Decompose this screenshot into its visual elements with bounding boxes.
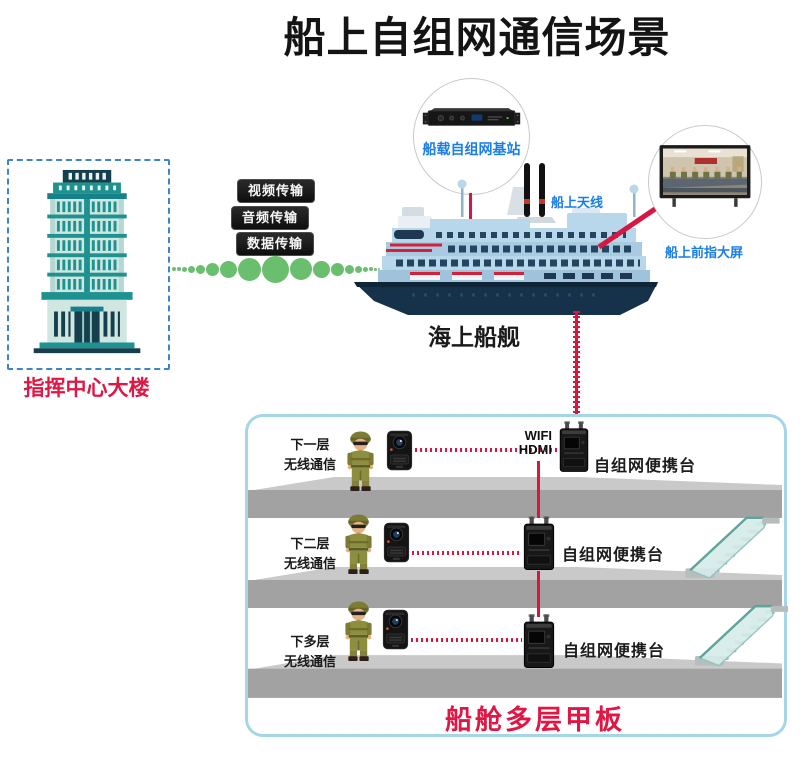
deck-level-line2: 无线通信 xyxy=(283,653,336,669)
portable-station-label: 自组网便携台 xyxy=(594,458,697,475)
chip-video-transmission: 视频传输 xyxy=(237,179,316,203)
escalator-icon xyxy=(694,598,790,668)
portable-station-icon xyxy=(522,516,556,571)
soldier-icon xyxy=(342,513,375,575)
screen-label: 船上前指大屏 xyxy=(664,245,743,260)
signal-dot xyxy=(188,265,195,273)
building-icon xyxy=(24,168,150,358)
chip-data-transmission: 数据传输 xyxy=(236,232,315,256)
command-center-label: 指挥中心大楼 xyxy=(23,377,150,400)
inter-deck-line xyxy=(537,571,540,617)
ship-to-deck-dashed-line xyxy=(573,311,580,422)
wifi-label-line: WIFI xyxy=(524,428,552,443)
signal-dots xyxy=(172,252,388,286)
rack-device-icon xyxy=(421,107,522,131)
portable-station-icon xyxy=(558,421,590,473)
signal-dot xyxy=(363,266,368,272)
signal-dot xyxy=(313,260,330,278)
deck-level-label: 下一层 无线通信 xyxy=(275,435,345,474)
signal-dot xyxy=(290,258,312,280)
comm-dashed-line xyxy=(415,448,559,452)
signal-dot xyxy=(196,264,205,274)
page-title: 船上自组网通信场景 xyxy=(283,14,671,61)
comm-dashed-line xyxy=(412,551,522,555)
signal-dot xyxy=(331,262,344,276)
deck-level-line2: 无线通信 xyxy=(283,456,336,472)
deck-level-label: 下二层 无线通信 xyxy=(275,534,345,573)
soldier-icon xyxy=(344,430,377,492)
signal-dot xyxy=(369,267,373,271)
signal-dot xyxy=(262,255,289,283)
soldier-icon xyxy=(342,600,375,662)
deck-level-line1: 下一层 xyxy=(290,437,330,452)
wifi-hdmi-label: WIFI HDMI xyxy=(494,428,552,458)
command-center-box xyxy=(7,159,170,370)
chip-audio-transmission: 音频传输 xyxy=(231,206,310,230)
screen-link-line xyxy=(597,206,657,250)
base-station-link-line xyxy=(469,193,472,243)
escalator-icon xyxy=(684,510,782,580)
conference-screen-icon xyxy=(657,144,753,208)
signal-dot xyxy=(355,265,362,273)
deck-box-title: 船舱多层甲板 xyxy=(445,705,625,735)
signal-dot xyxy=(177,267,181,271)
deck-level-label: 下多层 无线通信 xyxy=(275,632,345,671)
signal-dot xyxy=(374,267,377,271)
screen-circle xyxy=(648,125,762,239)
deck-level-line1: 下多层 xyxy=(290,634,330,649)
comm-dashed-line xyxy=(411,638,522,642)
hdmi-label-line: HDMI xyxy=(518,442,552,458)
signal-dot xyxy=(220,260,237,278)
ship-label: 海上船舰 xyxy=(428,324,520,350)
signal-dot xyxy=(182,266,187,272)
portable-station-label: 自组网便携台 xyxy=(562,547,665,564)
base-station-circle: 船载自组网基站 xyxy=(413,78,530,195)
signal-dot xyxy=(378,268,380,270)
body-camera-icon xyxy=(386,428,413,473)
signal-dot xyxy=(206,262,219,276)
deck-level-line1: 下二层 xyxy=(290,536,330,551)
signal-dot xyxy=(345,264,354,274)
portable-station-label: 自组网便携台 xyxy=(563,643,666,660)
base-station-label: 船载自组网基站 xyxy=(422,141,521,157)
body-camera-icon xyxy=(382,607,409,652)
portable-station-icon xyxy=(522,614,556,669)
ship-antenna-label: 船上天线 xyxy=(551,195,604,210)
signal-dot xyxy=(238,257,261,281)
inter-deck-line xyxy=(537,461,540,518)
signal-dot xyxy=(172,267,176,271)
deck-level-line2: 无线通信 xyxy=(283,555,336,571)
body-camera-icon xyxy=(383,520,410,565)
